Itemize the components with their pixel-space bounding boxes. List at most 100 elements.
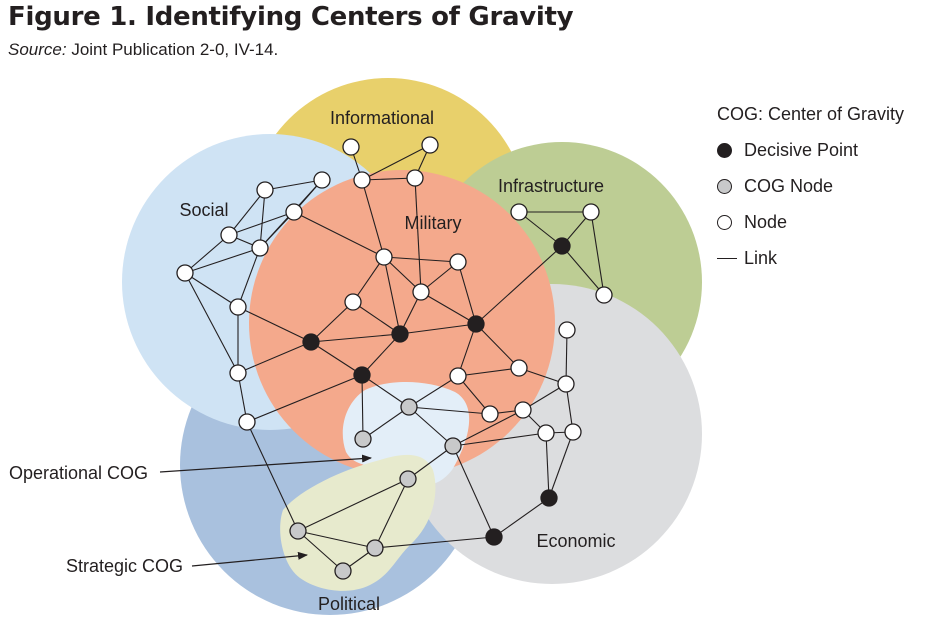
link xyxy=(310,341,363,376)
region-label-social: Social xyxy=(179,200,228,220)
link xyxy=(457,367,520,377)
link xyxy=(237,341,312,374)
node xyxy=(229,298,247,316)
cog-node xyxy=(444,437,462,455)
link xyxy=(452,445,495,538)
decisive-point-swatch xyxy=(717,142,732,158)
decisive-point xyxy=(467,315,485,333)
source-prefix: Source: xyxy=(8,40,67,59)
legend-decisive-point: Decisive Point xyxy=(717,132,904,168)
node xyxy=(537,424,555,442)
link xyxy=(493,497,550,538)
link xyxy=(590,211,605,296)
link xyxy=(408,406,454,447)
cog-node xyxy=(334,562,352,580)
node xyxy=(251,239,269,257)
link xyxy=(184,272,239,374)
node xyxy=(582,203,600,221)
node xyxy=(229,364,247,382)
legend-heading-row: COG: Center of Gravity xyxy=(717,96,904,132)
node xyxy=(342,138,360,156)
link xyxy=(452,409,524,447)
region-label-economic: Economic xyxy=(536,531,615,551)
link xyxy=(565,329,568,385)
node xyxy=(412,283,430,301)
link xyxy=(352,256,385,303)
decisive-point xyxy=(553,237,571,255)
link-swatch xyxy=(717,257,737,259)
link xyxy=(310,333,401,343)
link xyxy=(374,536,495,549)
link xyxy=(228,189,266,236)
node xyxy=(375,248,393,266)
node xyxy=(238,413,256,431)
link xyxy=(297,530,344,572)
link xyxy=(246,421,299,532)
strategic-cog-area xyxy=(280,454,436,591)
node xyxy=(595,286,613,304)
node xyxy=(481,405,499,423)
strategic-cog-label: Strategic COG xyxy=(66,556,183,576)
cog-node xyxy=(400,398,418,416)
node xyxy=(510,203,528,221)
link xyxy=(264,179,323,191)
link xyxy=(414,177,422,293)
link xyxy=(548,431,574,499)
link xyxy=(361,333,401,376)
node xyxy=(514,401,532,419)
link xyxy=(452,432,547,447)
decisive-point xyxy=(302,333,320,351)
node xyxy=(313,171,331,189)
decisive-point xyxy=(353,366,371,384)
link xyxy=(457,261,477,325)
link xyxy=(228,211,295,236)
legend-cog-node-label: COG Node xyxy=(744,175,834,196)
link xyxy=(475,245,563,325)
region-label-infrastructure: Infrastructure xyxy=(498,176,604,196)
legend: COG: Center of Gravity Decisive Point CO… xyxy=(717,96,904,276)
link xyxy=(475,323,520,369)
legend-cog-node: COG Node xyxy=(717,168,904,204)
region-label-military: Military xyxy=(405,213,462,233)
node xyxy=(176,264,194,282)
node xyxy=(406,169,424,187)
decisive-point xyxy=(485,528,503,546)
decisive-point xyxy=(391,325,409,343)
cog-node xyxy=(366,539,384,557)
operational-cog-label: Operational COG xyxy=(9,463,148,483)
legend-link: Link xyxy=(717,240,904,276)
cog-node-swatch xyxy=(717,178,732,194)
node xyxy=(449,367,467,385)
node xyxy=(510,359,528,377)
cog-node xyxy=(399,470,417,488)
link xyxy=(352,301,401,335)
figure-title: Figure 1. Identifying Centers of Gravity xyxy=(8,2,574,32)
region-label-informational: Informational xyxy=(330,108,434,128)
figure-source: Source: Joint Publication 2-0, IV-14. xyxy=(8,40,278,60)
link xyxy=(237,306,312,343)
link xyxy=(237,247,261,308)
link xyxy=(383,256,401,335)
decisive-point xyxy=(540,489,558,507)
link xyxy=(420,291,477,325)
strategic-cog-callout: Strategic COG xyxy=(66,551,308,576)
link xyxy=(362,406,410,440)
node xyxy=(344,293,362,311)
link xyxy=(310,301,354,343)
link xyxy=(408,406,491,415)
link xyxy=(361,177,416,181)
node xyxy=(557,375,575,393)
link xyxy=(374,478,409,549)
link xyxy=(361,374,410,408)
operational-cog-callout: Operational COG xyxy=(9,454,372,483)
link xyxy=(297,478,409,532)
link xyxy=(361,179,385,258)
operational-cog-area xyxy=(342,382,470,486)
link xyxy=(408,375,459,408)
node xyxy=(220,226,238,244)
region-label-political: Political xyxy=(318,594,380,614)
link xyxy=(184,234,230,274)
legend-node: Node xyxy=(717,204,904,240)
legend-decisive-point-label: Decisive Point xyxy=(744,139,859,160)
